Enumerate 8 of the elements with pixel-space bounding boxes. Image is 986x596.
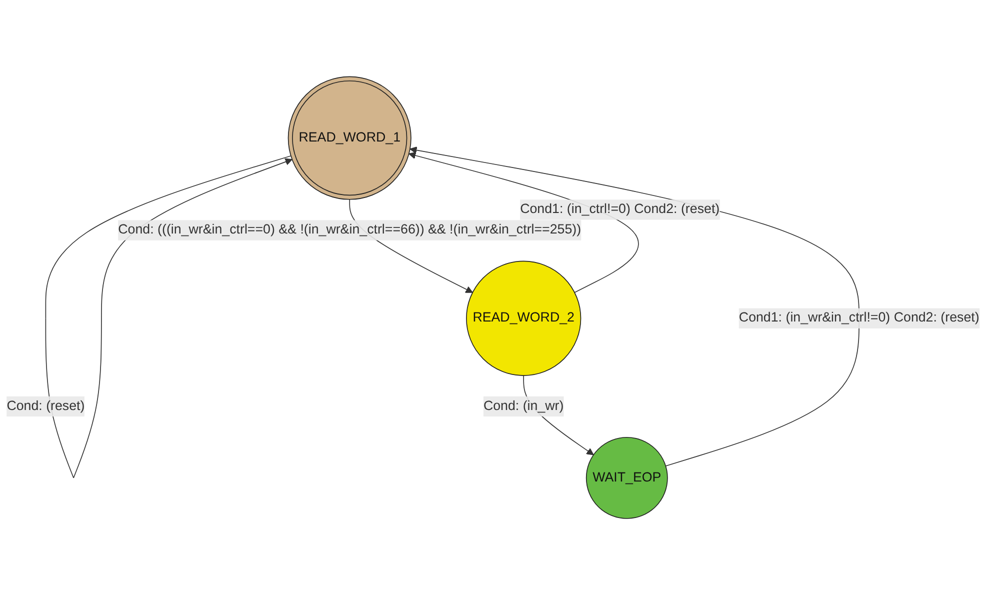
- node-circle: WAIT_EOP: [586, 437, 668, 520]
- edge-label: Cond: (in_wr): [483, 399, 564, 414]
- node-circle: READ_WORD_1: [288, 76, 412, 200]
- node-circle: READ_WORD_2: [466, 261, 582, 376]
- edge-label: Cond1: (in_wr&in_ctrl!=0) Cond2: (reset): [738, 311, 980, 326]
- edge-label: Cond1: (in_ctrl!=0) Cond2: (reset): [520, 202, 720, 217]
- edge-label: Cond: (reset): [6, 399, 85, 414]
- edge-label: Cond: (((in_wr&in_ctrl==0) && !(in_wr&in_ctrl==66)) && !(in_wr&in_ctrl==255)): [118, 223, 582, 238]
